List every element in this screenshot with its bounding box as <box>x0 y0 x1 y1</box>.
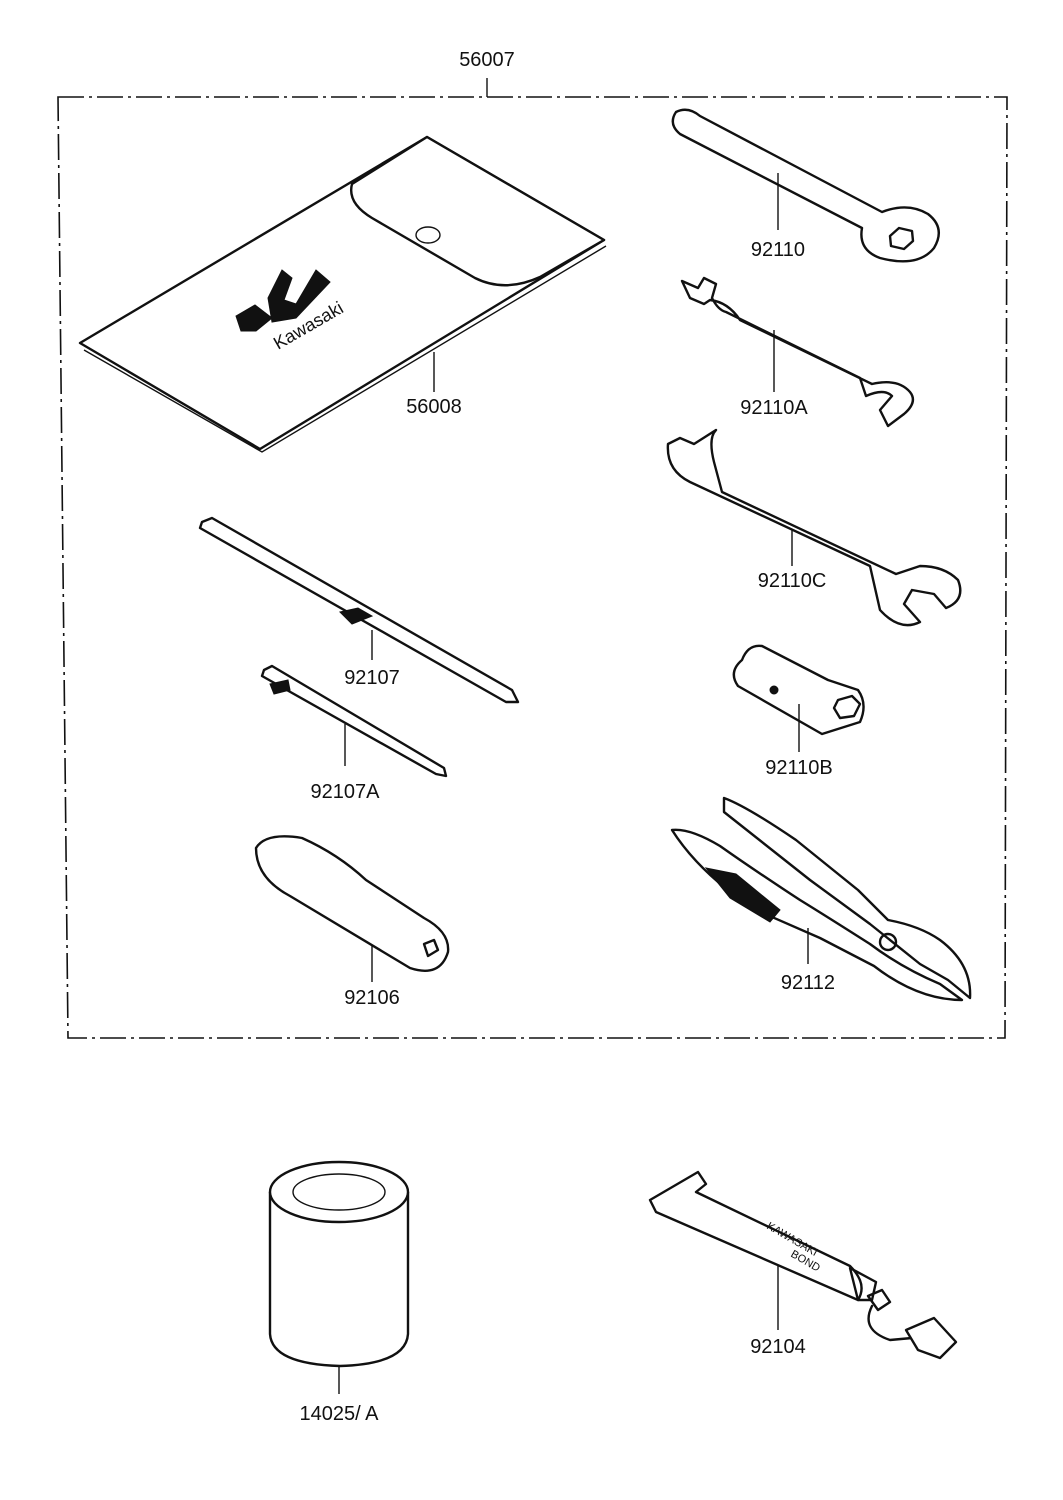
filter-part-number: 14025/ A <box>300 1403 380 1425</box>
screwdriver-long-part-number: 92107 <box>344 667 400 689</box>
bond-tube-part-number: 92104 <box>750 1336 806 1358</box>
tool-pouch: Kawasaki <box>78 135 607 453</box>
kit-part-number: 56007 <box>459 49 515 71</box>
screwdriver-long <box>198 516 520 704</box>
kawasaki-logo-icon <box>235 269 331 332</box>
bond-tube <box>648 1170 958 1360</box>
handle-part-number: 92106 <box>344 987 400 1009</box>
pliers <box>670 796 972 1002</box>
open-wrench-large <box>666 428 962 627</box>
pouch-part-number: 56008 <box>406 396 462 418</box>
oil-filter <box>268 1160 410 1394</box>
ring-wrench-part-number: 92110 <box>751 239 805 261</box>
ring-wrench <box>671 108 940 263</box>
kit-frame <box>57 78 1008 1039</box>
open-wrench-small-part-number: 92110A <box>740 397 808 419</box>
open-wrench-small <box>680 276 915 428</box>
box-spanner-part-number: 92110B <box>765 757 832 779</box>
pliers-part-number: 92112 <box>781 972 835 994</box>
screwdriver-short <box>260 664 448 778</box>
handle <box>254 835 450 982</box>
box-spanner <box>732 644 865 752</box>
screwdriver-short-part-number: 92107A <box>311 781 381 803</box>
open-wrench-large-part-number: 92110C <box>758 570 827 592</box>
